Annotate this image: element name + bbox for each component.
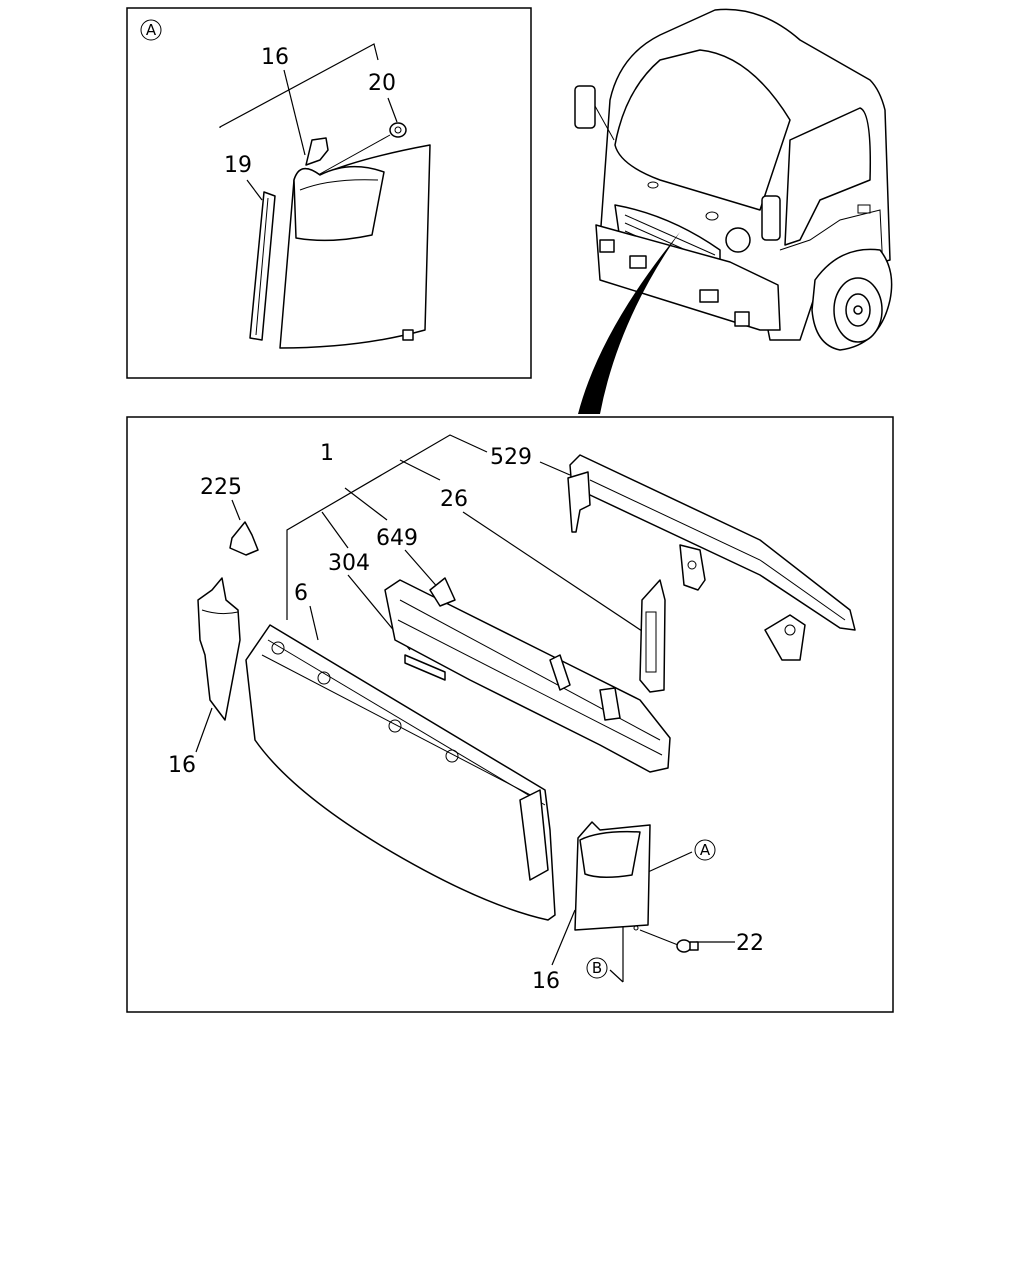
detail-label-16: 16	[261, 45, 289, 70]
main-marker-a: A	[694, 839, 716, 861]
main-marker-b-text: B	[592, 959, 602, 977]
part-304-strip	[404, 654, 446, 681]
part-6-front-panel	[245, 624, 556, 921]
main-marker-b: B	[586, 957, 608, 979]
detail-part-20-clip	[317, 122, 407, 176]
label-304: 304	[328, 551, 370, 576]
main-marker-a-text: A	[700, 841, 711, 859]
label-22: 22	[736, 931, 764, 956]
label-1: 1	[320, 441, 334, 466]
label-6: 6	[294, 581, 308, 606]
truck-cab-illustration	[574, 8, 893, 351]
detail-frame	[126, 7, 532, 379]
detail-part-16-panel	[279, 137, 431, 349]
detail-label-19: 19	[224, 153, 252, 178]
detail-part-19-strip	[249, 191, 276, 341]
label-225: 225	[200, 475, 242, 500]
main-frame	[126, 416, 894, 1013]
part-16-left-panel	[197, 577, 241, 721]
pointer-arrow	[578, 232, 680, 414]
detail-leader-lines	[219, 43, 398, 201]
main-leader-lines	[195, 434, 735, 983]
label-16-right: 16	[532, 969, 560, 994]
detail-marker-a-text: A	[146, 21, 157, 39]
label-529: 529	[490, 445, 532, 470]
label-16-left: 16	[168, 753, 196, 778]
label-26: 26	[440, 487, 468, 512]
detail-marker-a: A	[140, 19, 162, 41]
part-529-upper-rail	[567, 454, 856, 661]
detail-label-20: 20	[368, 71, 396, 96]
part-22-bolt	[633, 925, 699, 953]
part-16-right-panel	[574, 821, 651, 931]
part-26-bracket	[639, 579, 666, 693]
part-649-upper-grille	[384, 577, 671, 773]
part-225-clip	[229, 521, 259, 556]
label-649: 649	[376, 526, 418, 551]
